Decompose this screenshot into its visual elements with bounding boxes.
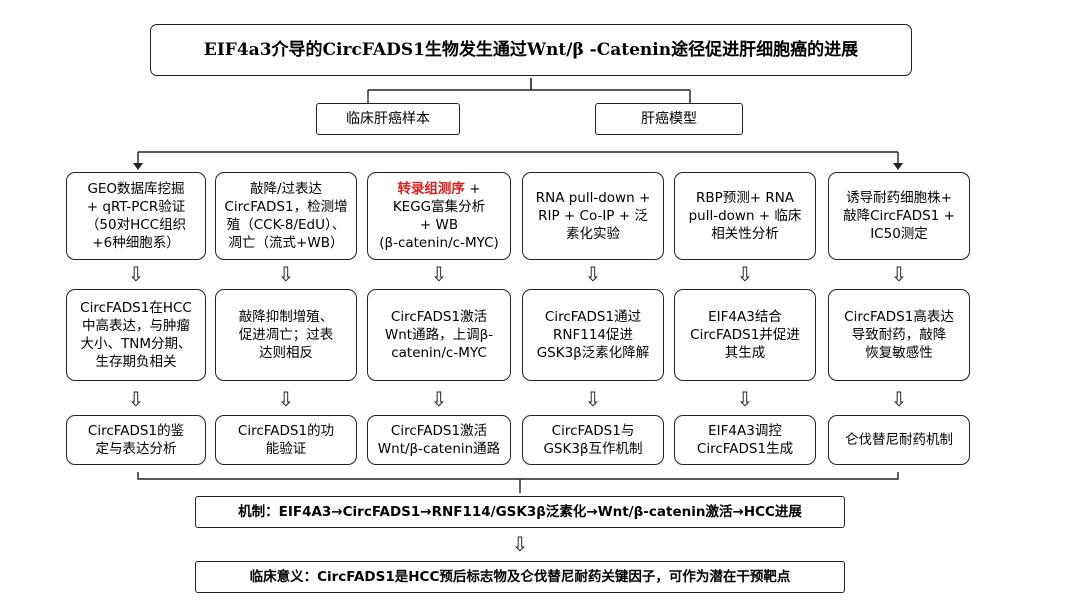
clinical-significance-box: 临床意义：CircFADS1是HCC预后标志物及仑伐替尼耐药关键因子，可作为潜在… xyxy=(195,561,845,593)
summary-box-4: CircFADS1与 GSK3β互作机制 xyxy=(522,415,664,465)
result-box-5: EIF4A3结合 CircFADS1并促进 其生成 xyxy=(674,289,816,381)
method-box-3-text: + KEGG富集分析 + WB (β-catenin/c-MYC) xyxy=(379,181,499,251)
down-arrow-icon: ⇩ xyxy=(277,387,295,411)
summary-box-5: EIF4A3调控 CircFADS1生成 xyxy=(674,415,816,465)
result-box-3: CircFADS1激活 Wnt通路，上调β- catenin/c-MYC xyxy=(367,289,511,381)
result-box-2: 敲降抑制增殖、 促进凋亡；过表 达则相反 xyxy=(215,289,357,381)
method-box-6: 诱导耐药细胞株+ 敲降CircFADS1 + IC50测定 xyxy=(828,172,970,260)
group-clinical-samples: 临床肝癌样本 xyxy=(316,103,460,135)
connector-bracket-top xyxy=(137,151,899,165)
summary-box-2: CircFADS1的功 能验证 xyxy=(215,415,357,465)
page-title: EIF4a3介导的CircFADS1生物发生通过Wnt/β -Catenin途径… xyxy=(150,24,912,76)
method-box-5: RBP预测+ RNA pull-down + 临床 相关性分析 xyxy=(674,172,816,260)
down-arrow-icon: ⇩ xyxy=(584,387,602,411)
down-arrow-icon: ⇩ xyxy=(736,387,754,411)
highlight-transcriptome-sequencing: 转录组测序 xyxy=(397,181,465,197)
down-arrow-icon: ⇩ xyxy=(430,262,448,286)
result-box-6: CircFADS1高表达 导致耐药，敲降 恢复敏感性 xyxy=(828,289,970,381)
result-box-1: CircFADS1在HCC 中高表达，与肿瘤 大小、TNM分期、 生存期负相关 xyxy=(66,289,206,381)
down-arrow-icon: ⇩ xyxy=(890,387,908,411)
connector-bracket-bottom xyxy=(137,472,899,493)
down-arrow-icon: ⇩ xyxy=(736,262,754,286)
down-arrow-icon: ⇩ xyxy=(584,262,602,286)
down-arrow-icon: ⇩ xyxy=(127,262,145,286)
down-arrow-icon: ⇩ xyxy=(127,387,145,411)
method-box-3: 转录组测序 + KEGG富集分析 + WB (β-catenin/c-MYC) xyxy=(367,172,511,260)
down-arrow-icon: ⇩ xyxy=(511,532,529,556)
connector-title-groups xyxy=(367,78,691,103)
summary-box-3: CircFADS1激活 Wnt/β-catenin通路 xyxy=(367,415,511,465)
method-box-2: 敲降/过表达 CircFADS1，检测增 殖（CCK-8/EdU）、 凋亡（流式… xyxy=(215,172,357,260)
method-box-1: GEO数据库挖掘 + qRT-PCR验证 （50对HCC组织 +6种细胞系） xyxy=(66,172,206,260)
down-arrow-icon: ⇩ xyxy=(890,262,908,286)
summary-box-6: 仑伐替尼耐药机制 xyxy=(828,415,970,465)
group-liver-cancer-model: 肝癌模型 xyxy=(595,103,743,135)
arrowhead-right xyxy=(893,163,903,170)
down-arrow-icon: ⇩ xyxy=(430,387,448,411)
summary-box-1: CircFADS1的鉴 定与表达分析 xyxy=(66,415,206,465)
mechanism-box: 机制：EIF4A3→CircFADS1→RNF114/GSK3β泛素化→Wnt/… xyxy=(195,496,845,528)
result-box-4: CircFADS1通过 RNF114促进 GSK3β泛素化降解 xyxy=(522,289,664,381)
method-box-4: RNA pull-down + RIP + Co-IP + 泛 素化实验 xyxy=(522,172,664,260)
arrowhead-left xyxy=(133,163,143,170)
down-arrow-icon: ⇩ xyxy=(277,262,295,286)
